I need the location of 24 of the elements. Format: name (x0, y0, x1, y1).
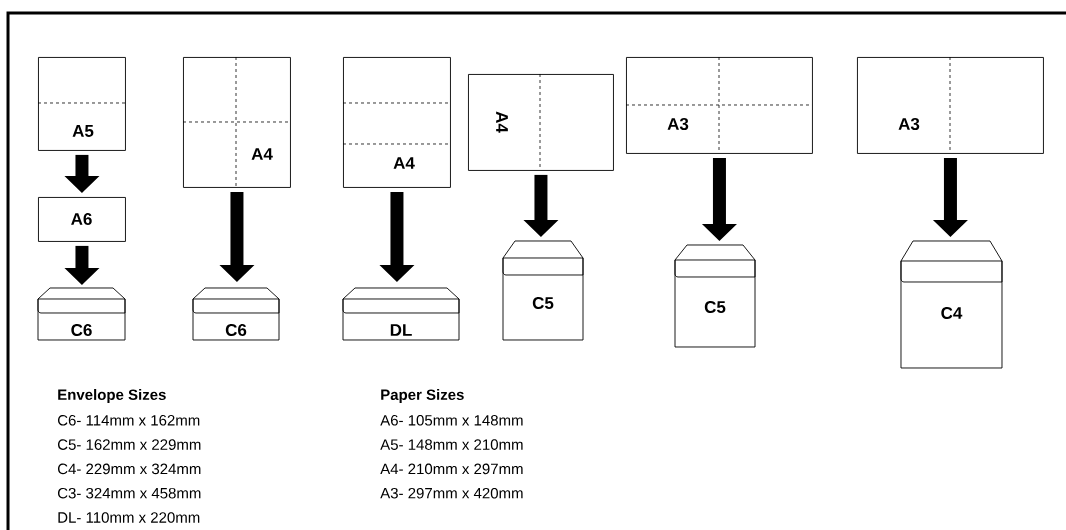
section-heading: Paper Sizes (381, 389, 464, 403)
envelope: C5 (502, 240, 584, 341)
size-entry: C4- 229mm x 324mm (58, 463, 201, 475)
paper-sheet: A4 (468, 73, 614, 171)
envelope: C6 (192, 287, 280, 341)
envelope: C5 (674, 244, 756, 348)
paper-sheet: A6 (38, 197, 126, 242)
size-entry: A6- 105mm x 148mm (380, 415, 523, 426)
size-entry: A4- 210mm x 297mm (380, 463, 523, 475)
envelope: C4 (900, 240, 1003, 369)
section-heading: Envelope Sizes (58, 389, 166, 403)
size-entry: DL- 110mm x 220mm (58, 512, 200, 523)
size-entry: A5- 148mm x 210mm (380, 439, 523, 450)
envelope: DL (342, 287, 460, 341)
paper-sheet: A3 (625, 56, 813, 154)
paper-sheet: A4 (342, 57, 451, 188)
paper-sheet: A5 (37, 57, 126, 151)
size-entry: C6- 114mm x 162mm (58, 415, 200, 426)
paper-sheet: A3 (857, 56, 1044, 154)
size-entry: A3- 297mm x 420mm (380, 487, 523, 499)
size-entry: C5- 162mm x 229mm (58, 439, 201, 450)
paper-sheet: A4 (182, 56, 291, 188)
size-entry: C3- 324mm x 458mm (58, 487, 201, 499)
envelope: C6 (37, 287, 126, 341)
